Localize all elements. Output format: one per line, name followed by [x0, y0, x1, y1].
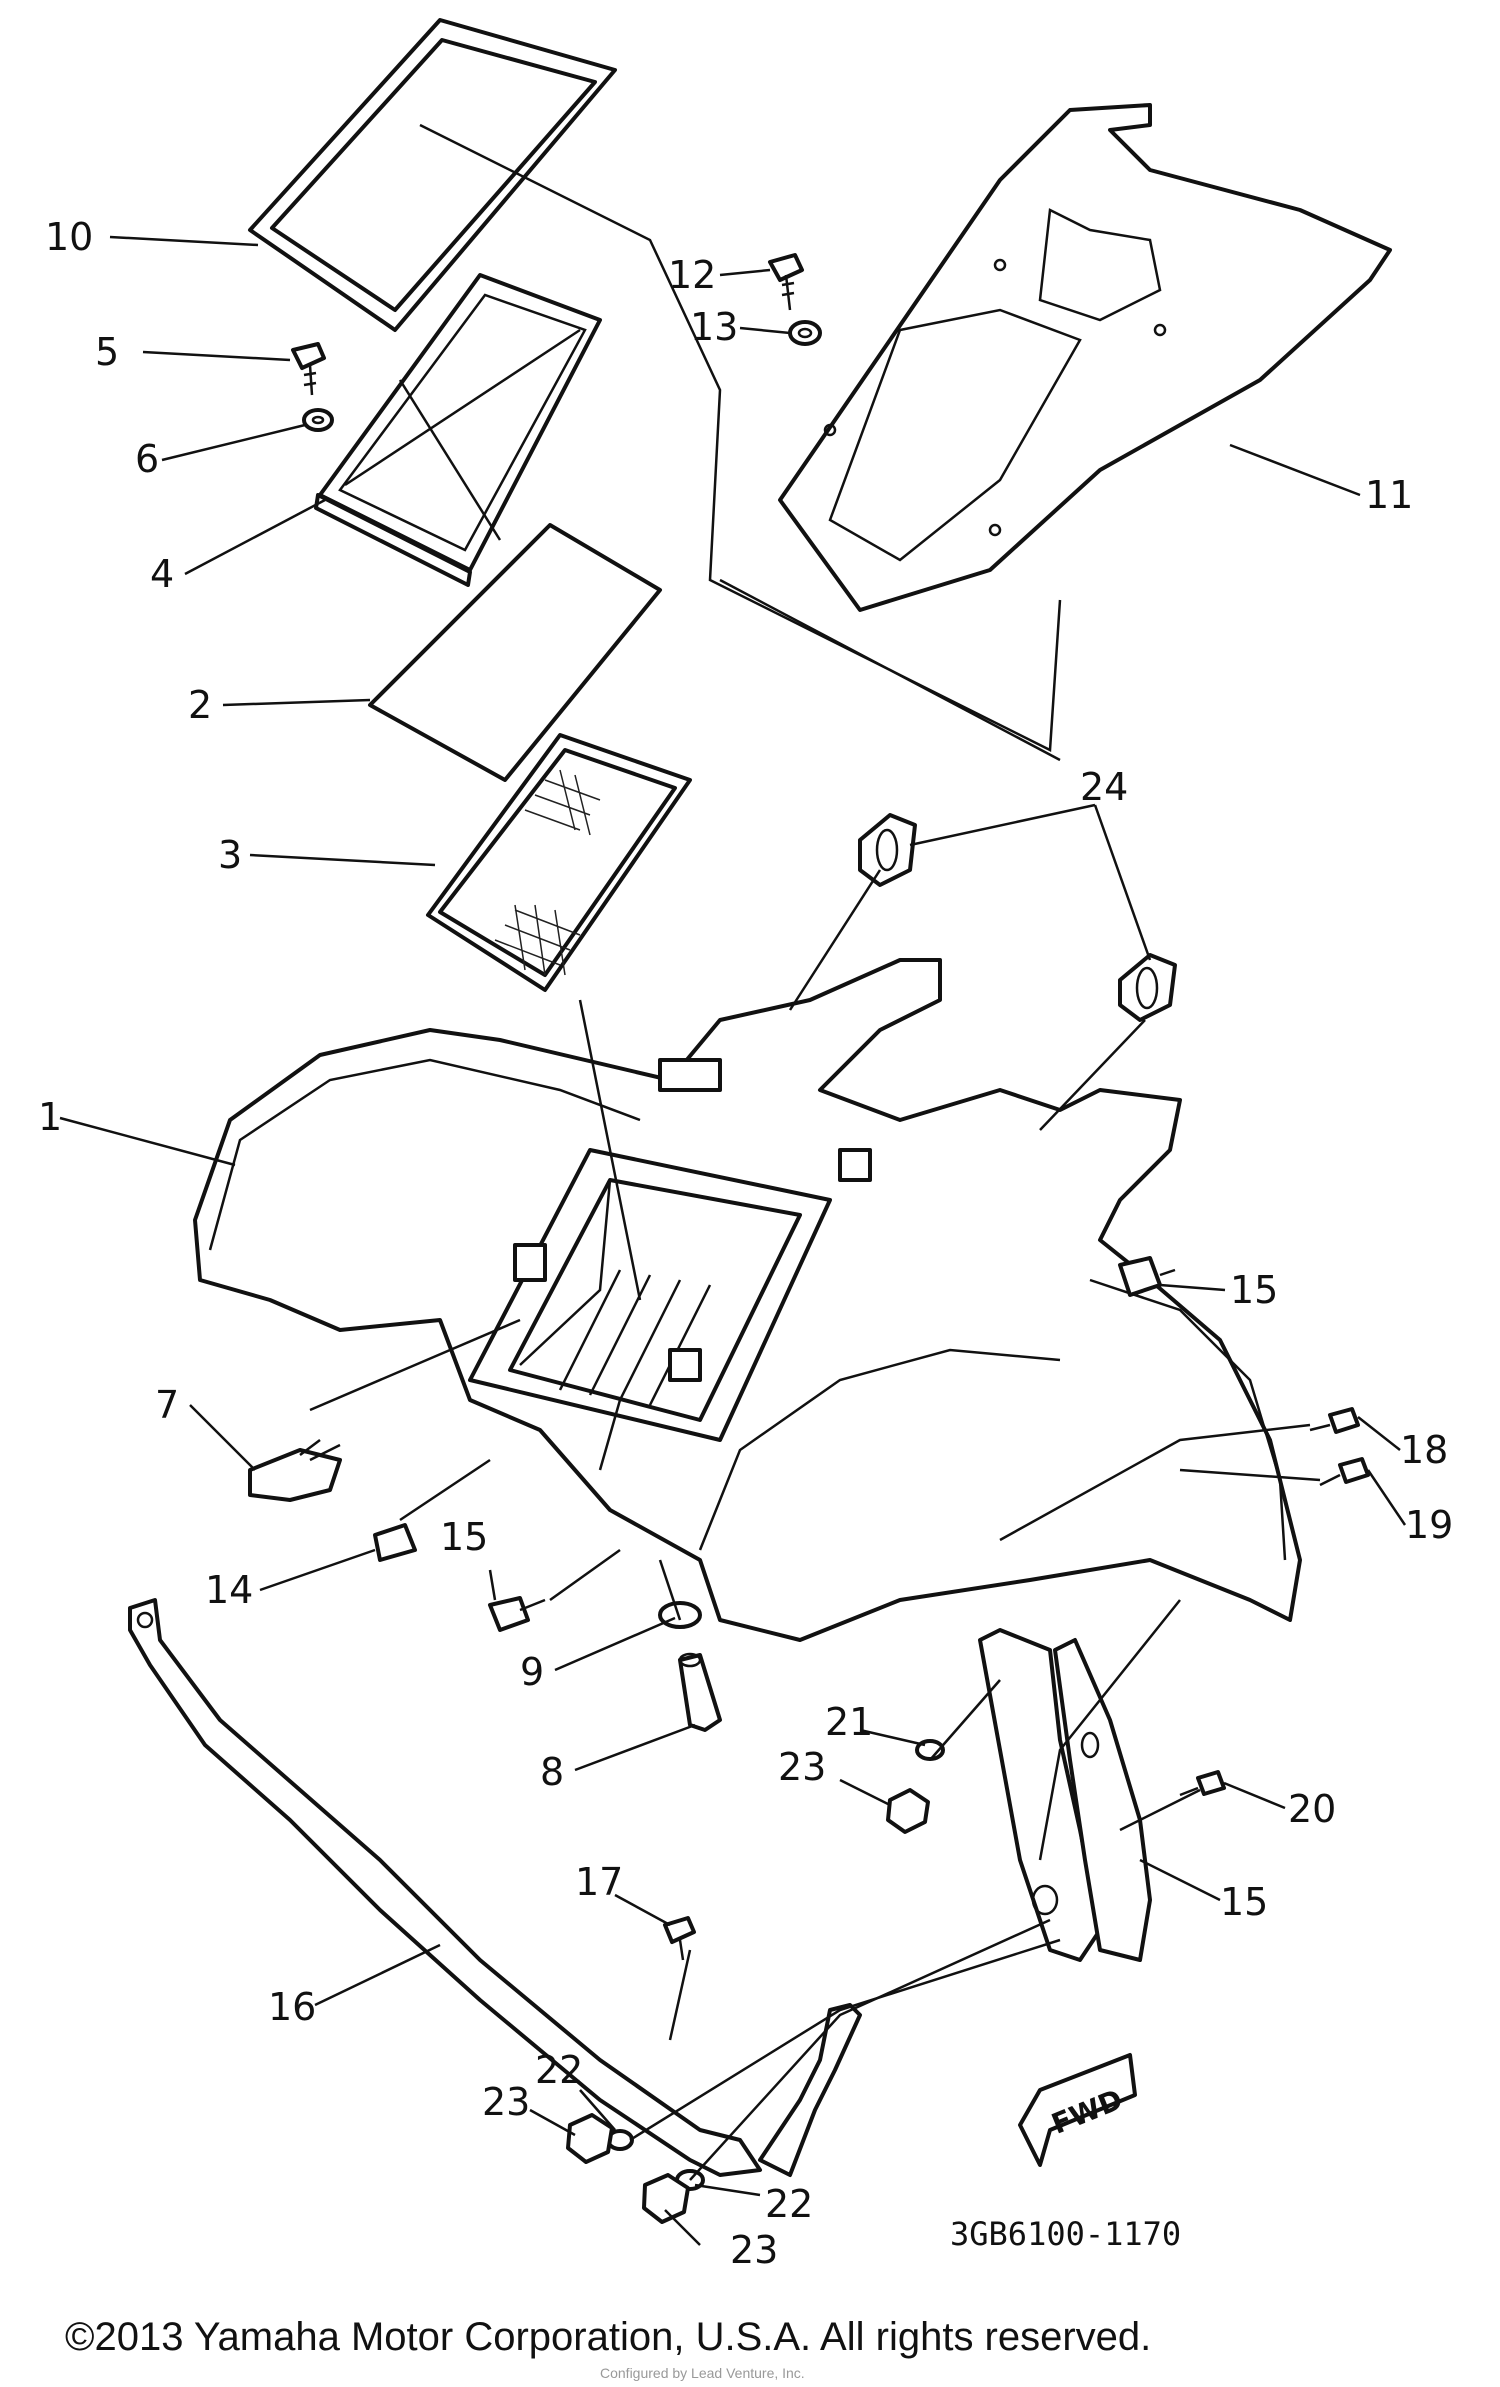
callout-2: 2: [188, 683, 212, 727]
callout-labels: 10 5 6 4 2 3 1 7 14 15 9 8 12 13 11 24 1…: [38, 215, 1453, 2272]
callout-23-left: 23: [482, 2080, 530, 2124]
part-2-pad: [368, 523, 662, 782]
callout-6: 6: [135, 437, 159, 481]
callout-21: 20: [1288, 1787, 1336, 1831]
part-11-upper-cover: [778, 103, 1392, 612]
part-8-fuse-holder: [678, 1652, 722, 1732]
part-5-bolt: [291, 342, 326, 396]
callout-15-right: 15: [1230, 1268, 1278, 1312]
callout-20: 19: [1405, 1503, 1453, 1547]
fwd-arrow: FWD: [1018, 2053, 1137, 2167]
part-17-stay: [128, 1598, 862, 2177]
footer-note: Configured by Lead Venture, Inc.: [600, 2365, 805, 2381]
part-4-cover-frame: [314, 273, 602, 587]
callout-10: 10: [45, 215, 93, 259]
part-6-washer: [302, 408, 334, 432]
fender-battery-box: [468, 1058, 872, 1442]
part-21-bolt: [1179, 1770, 1226, 1797]
callout-24: 24: [1080, 765, 1128, 809]
copyright-text: ©2013 Yamaha Motor Corporation, U.S.A. A…: [65, 2315, 1151, 2359]
callout-1: 1: [38, 1095, 62, 1139]
callout-11: 11: [1365, 473, 1413, 517]
callout-8: 8: [540, 1750, 564, 1794]
callout-7: 7: [155, 1383, 179, 1427]
callout-22-left: 22: [535, 2048, 583, 2092]
callout-23-bottom: 23: [730, 2228, 778, 2272]
callout-19: 18: [1400, 1428, 1448, 1472]
part-23-nut-bottom: [642, 2173, 690, 2224]
part-20-bolt: [1319, 1457, 1370, 1487]
part-15-bolt-right: [1118, 1256, 1176, 1297]
part-13-nut: [788, 320, 822, 346]
part-16-mud-flap: [978, 1628, 1152, 1962]
callout-14: 14: [205, 1568, 253, 1612]
part-14-clip: [373, 1523, 417, 1562]
callout-16: 15: [1220, 1880, 1268, 1924]
part-code: 3GB6100-1170: [950, 2215, 1181, 2253]
part-23-nut-upper: [886, 1788, 930, 1834]
callout-4: 4: [150, 552, 174, 596]
callout-15-left: 15: [440, 1515, 488, 1559]
callout-12: 12: [668, 253, 716, 297]
part-9-clamp: [658, 1601, 702, 1629]
part-24-grommet-b: [1118, 953, 1177, 1022]
part-7-connector: [248, 1439, 342, 1502]
callout-22-upper: 21: [825, 1700, 873, 1744]
callout-18: 17: [575, 1860, 623, 1904]
leader-lines: [59, 235, 1407, 2246]
part-18-bolt: [663, 1916, 696, 1961]
callout-13: 13: [690, 305, 738, 349]
part-10-gasket: [248, 18, 617, 332]
callout-23-upper: 23: [778, 1745, 826, 1789]
part-24-grommet-a: [858, 813, 917, 887]
callout-17: 16: [268, 1985, 316, 2029]
part-15-bolt-left: [488, 1596, 546, 1632]
callout-22-bottom: 22: [765, 2182, 813, 2226]
assembly-lines: [309, 123, 1321, 2181]
part-12-bolt: [768, 253, 804, 311]
callout-5: 5: [95, 330, 119, 374]
part-3-mesh-screen: [426, 733, 692, 992]
callout-9: 9: [520, 1650, 544, 1694]
part-19-bolt: [1309, 1407, 1360, 1434]
part-23-nut-left: [566, 2113, 614, 2164]
callout-3: 3: [218, 833, 242, 877]
